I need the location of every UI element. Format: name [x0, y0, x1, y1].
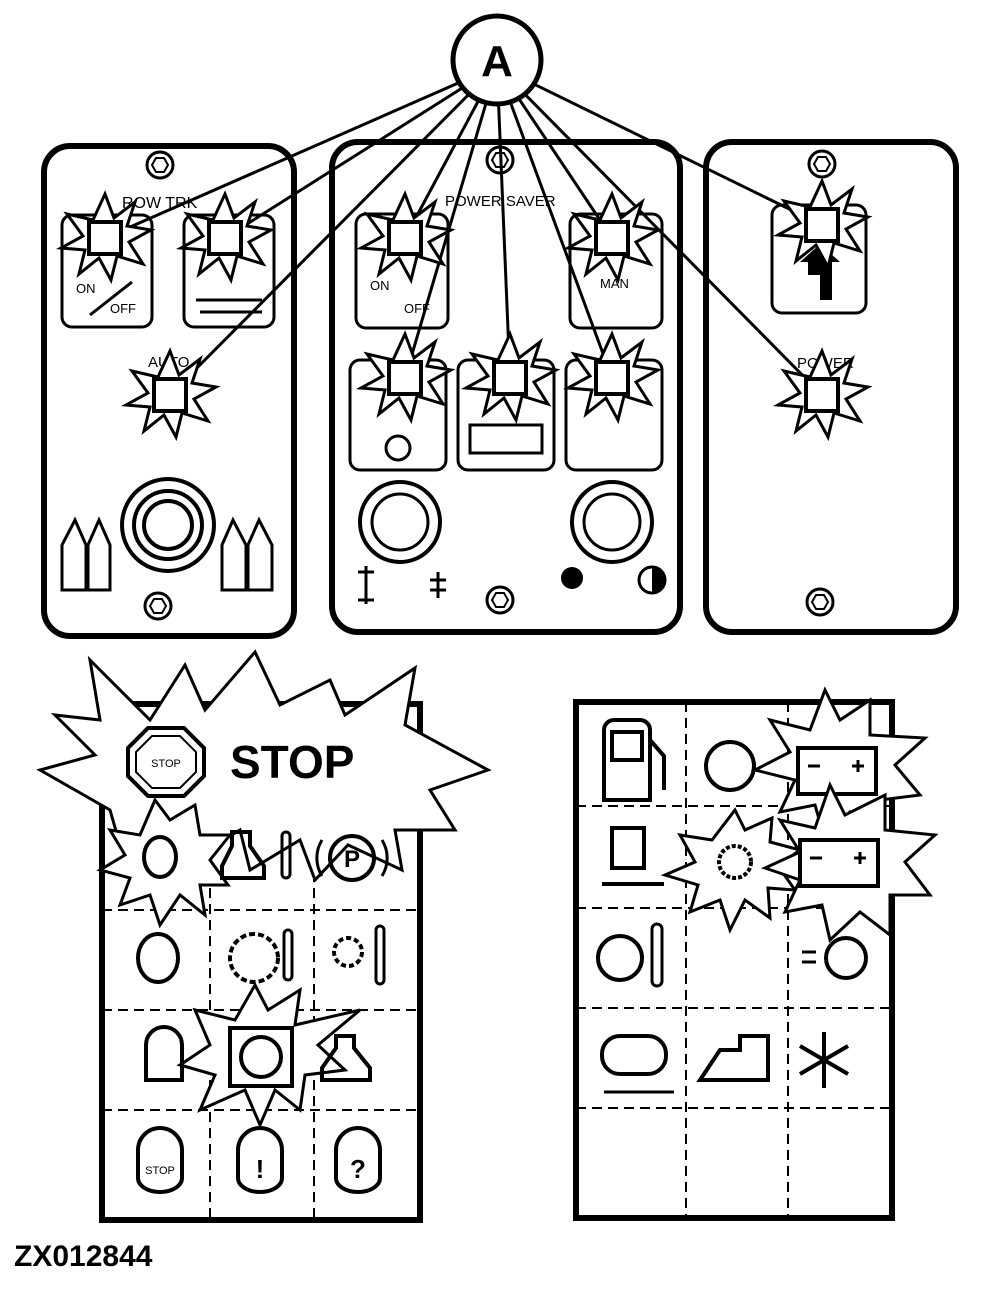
lamp-icon — [460, 330, 561, 425]
hydraulic-temp-icon — [228, 932, 280, 984]
screw-icon — [805, 587, 835, 617]
oil-pressure-lamp — [96, 797, 234, 929]
stop-warning-text: STOP — [230, 736, 354, 788]
stop-sign-icon — [126, 726, 206, 798]
hydraulic-pressure-icon — [136, 932, 180, 984]
lamp-icon — [355, 190, 456, 285]
screw-icon — [485, 585, 515, 615]
light-icon — [824, 936, 868, 980]
oil-can-icon — [142, 835, 178, 879]
off-label: OFF — [110, 301, 136, 316]
screw-icon — [143, 591, 173, 621]
lamp-icon — [355, 330, 456, 425]
service-bulb-icon — [334, 1126, 382, 1194]
figure-id: ZX012844 — [14, 1240, 153, 1273]
lamp-icon — [55, 190, 156, 285]
battery-icon — [796, 746, 878, 796]
screw-icon — [807, 149, 837, 179]
snowflake-icon — [798, 1032, 850, 1088]
status-indicator-panel — [573, 686, 939, 1221]
callout-a: A — [450, 13, 544, 107]
warning-bulb-exclaim: ! — [256, 1154, 265, 1184]
service-bulb-question: ? — [350, 1154, 366, 1184]
ether-start-icon — [600, 1034, 668, 1076]
air-filter-icon — [144, 1025, 184, 1082]
hydraulic-filter-icon — [610, 826, 646, 870]
on-label: ON — [76, 281, 96, 296]
lamp-icon — [562, 190, 663, 285]
transmission-temp-icon — [332, 936, 364, 968]
row-marker-icon — [60, 516, 112, 592]
lamp-icon — [120, 347, 221, 442]
parking-brake-icon — [328, 834, 376, 882]
fuel-icon — [602, 718, 652, 802]
stop-bulb-text: STOP — [145, 1165, 175, 1177]
parking-brake-p: P — [344, 846, 360, 873]
power-saver-title: POWER SAVER — [445, 193, 556, 210]
lamp-icon — [175, 190, 276, 285]
engine-preheat-icon — [704, 740, 756, 792]
battery-icon — [798, 838, 880, 888]
row-track-label: ROW TRK — [122, 195, 198, 212]
depth-icon — [358, 566, 374, 604]
warning-bulb-icon — [236, 1126, 284, 1194]
lamp-icon — [562, 330, 663, 425]
on-label: ON — [370, 278, 390, 293]
slow-icon — [561, 567, 583, 589]
indicator-lamps — [55, 177, 873, 442]
man-label: MAN — [600, 276, 629, 291]
lamp-icon — [772, 347, 873, 442]
screw-icon — [145, 150, 175, 180]
callout-letter: A — [481, 37, 513, 86]
tractor-icon — [696, 1034, 770, 1082]
warning-indicator-panel: STOP STOP P STOP ! ? — [36, 649, 492, 1223]
stop-sign-text: STOP — [151, 758, 181, 770]
lamp-icon — [772, 177, 873, 272]
engine-oil-temp-lamp — [660, 807, 804, 934]
coolant-level-icon — [320, 1034, 372, 1082]
intake-temp-icon — [596, 934, 644, 982]
row-marker-icon — [220, 516, 274, 592]
coolant-temp-icon — [220, 830, 266, 880]
stop-bulb-icon — [136, 1126, 184, 1194]
shallow-icon — [430, 572, 446, 598]
